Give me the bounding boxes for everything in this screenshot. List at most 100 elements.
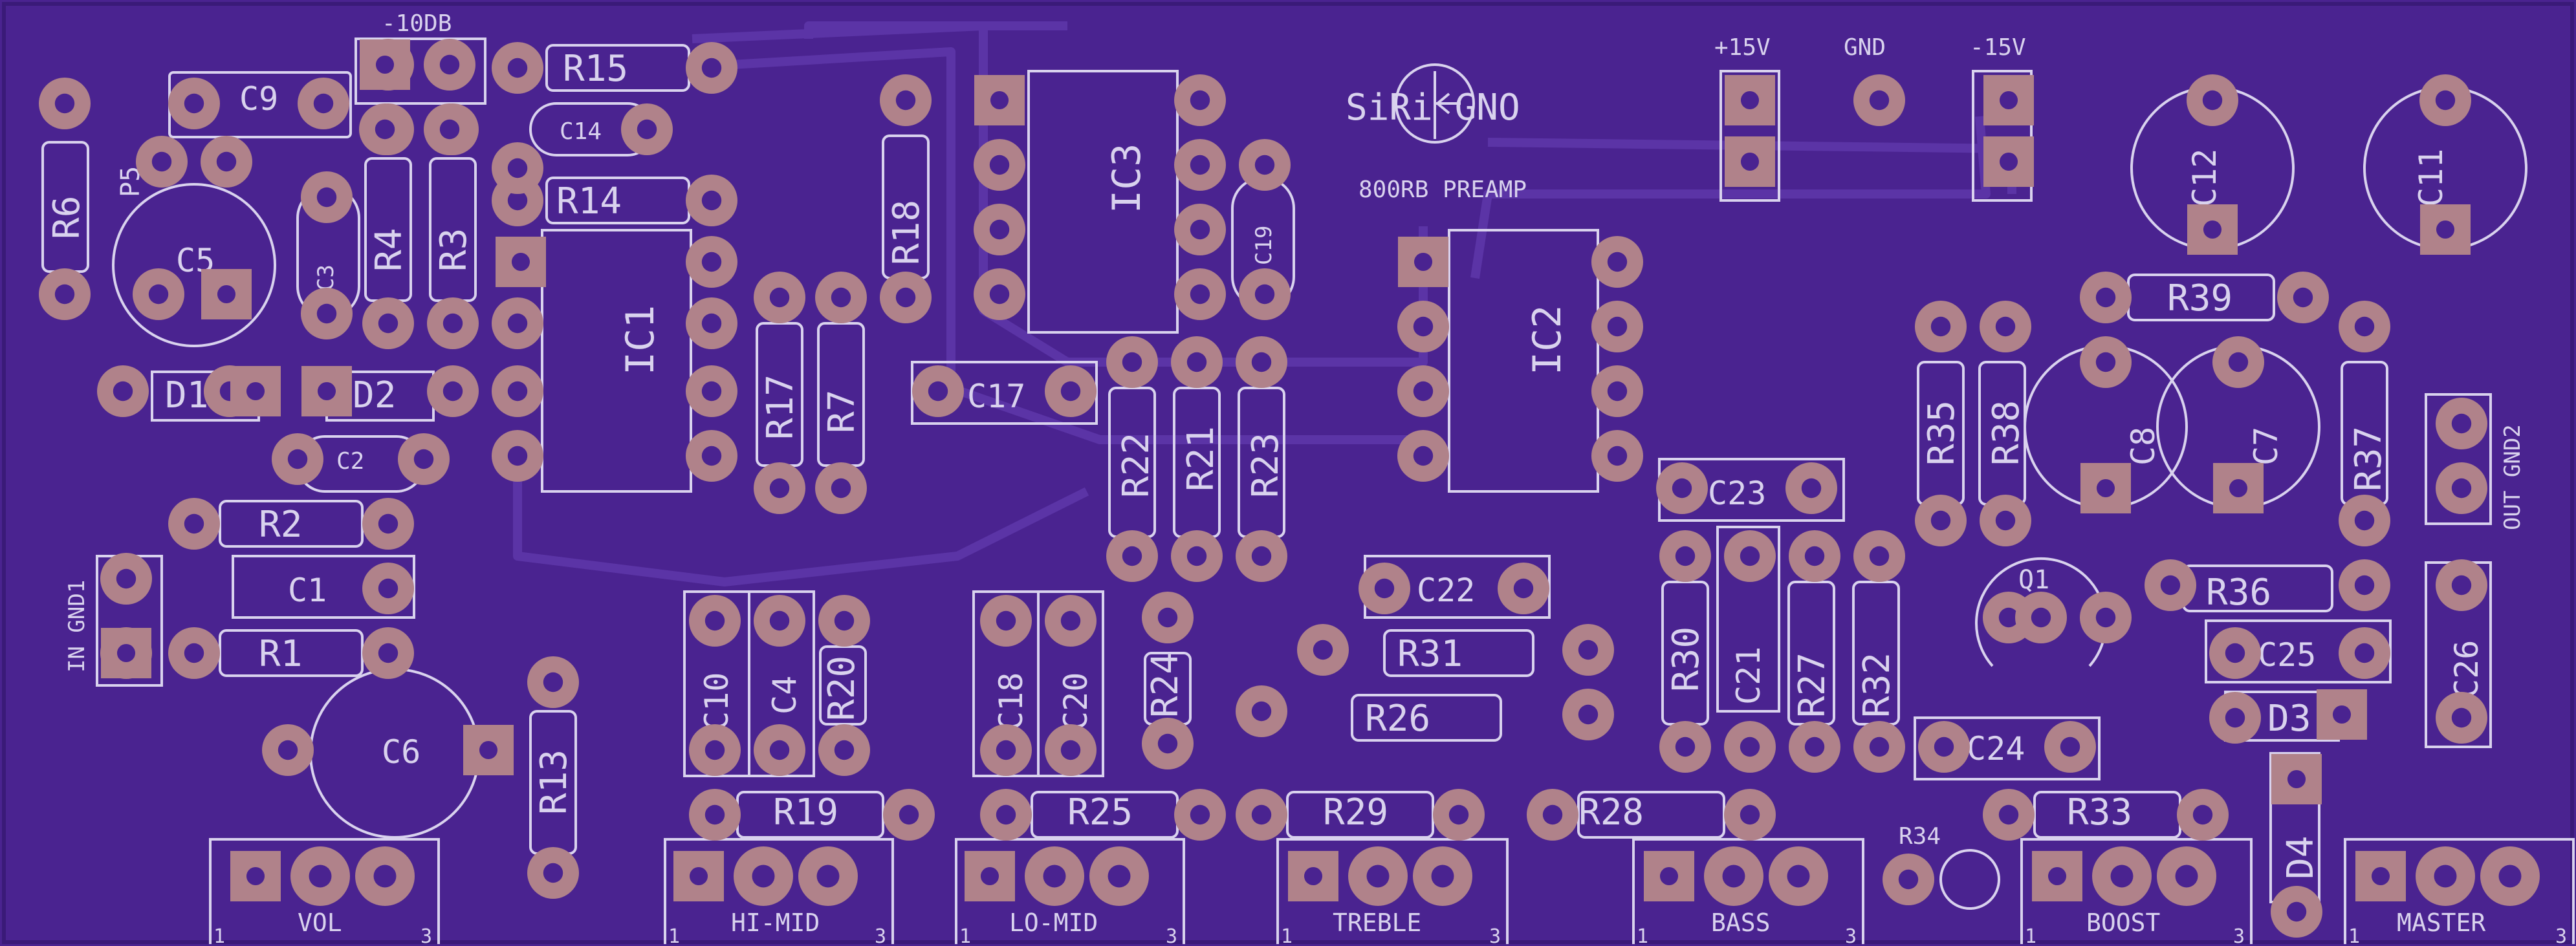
drill-hole <box>2225 707 2245 728</box>
drill-hole <box>989 219 1010 240</box>
drill-hole <box>1578 704 1599 725</box>
drill-hole <box>1898 869 1919 890</box>
drill-hole <box>701 313 722 334</box>
drill-hole <box>701 252 722 272</box>
pot-master-pin1: 1 <box>2348 925 2360 946</box>
drill-hole <box>2332 705 2352 724</box>
drill-hole <box>507 58 528 78</box>
c24-label: C24 <box>1967 730 2025 768</box>
drill-hole <box>1999 91 2018 110</box>
r3-label: R3 <box>433 228 475 272</box>
minus10db-label: -10DB <box>382 10 452 37</box>
drill-hole <box>769 287 790 308</box>
r19-label: R19 <box>773 791 838 833</box>
drill-hole <box>184 513 204 534</box>
c1-label: C1 <box>288 572 327 609</box>
drill-hole <box>378 513 398 534</box>
c17-label: C17 <box>967 378 1025 415</box>
c4-label: C4 <box>766 676 803 715</box>
drill-hole <box>2031 607 2051 628</box>
r15-label: R15 <box>563 48 628 90</box>
logo-text: SiRi GNO <box>1346 87 1520 129</box>
d3-label: D3 <box>2267 698 2311 740</box>
drill-hole <box>1869 736 1890 757</box>
drill-hole <box>2286 901 2307 922</box>
drill-hole <box>1930 510 1951 531</box>
c22-label: C22 <box>1417 572 1475 609</box>
trace <box>1470 116 1991 279</box>
pot-boost: BOOST 1 3 <box>2020 838 2253 946</box>
drill-hole <box>507 446 528 466</box>
logo: SiRi GNO <box>1346 63 1520 144</box>
drill-hole <box>246 866 265 886</box>
drill-hole <box>1675 736 1696 757</box>
r36-label: R36 <box>2206 572 2271 614</box>
drill-hole <box>2175 865 2198 888</box>
drill-hole <box>1607 381 1628 402</box>
drill-hole <box>1607 446 1628 466</box>
diodes: D1 D2 D3 D4 <box>165 374 2322 879</box>
r1-label: R1 <box>259 633 302 675</box>
r34-label: R34 <box>1899 823 1941 850</box>
drill-hole <box>2434 865 2457 888</box>
drill-hole <box>1366 865 1390 888</box>
drill-hole <box>1186 546 1207 566</box>
drill-hole <box>1108 865 1131 888</box>
r17-label: R17 <box>759 374 802 440</box>
q1-label: Q1 <box>2018 565 2049 595</box>
drill-hole <box>2095 287 2116 308</box>
drill-hole <box>1254 284 1275 305</box>
drill-hole <box>2435 90 2456 111</box>
r18-label: R18 <box>886 200 928 265</box>
pot-master: MASTER 1 3 <box>2344 838 2575 946</box>
pot-treble-label: TREBLE <box>1333 908 1421 937</box>
r31-outline <box>1383 629 1534 677</box>
c1-outline <box>232 555 415 619</box>
ic1: IC1 <box>541 229 692 493</box>
pot-hi-mid-pin1: 1 <box>668 925 680 946</box>
d1-label: D1 <box>165 374 208 416</box>
pads <box>39 39 2540 938</box>
r21-label: R21 <box>1180 426 1222 491</box>
drill-hole <box>378 313 398 334</box>
drill-hole <box>507 381 528 402</box>
r13-label: R13 <box>533 749 575 815</box>
c21-outline <box>1716 526 1780 713</box>
drill-hole <box>442 381 463 402</box>
drill-hole <box>1413 446 1434 466</box>
drill-hole <box>2498 865 2522 888</box>
drill-hole <box>1740 804 1760 825</box>
drill-hole <box>1787 865 1810 888</box>
c25-label: C25 <box>2258 636 2316 674</box>
drill-hole <box>1930 316 1951 337</box>
in-gnd1-label: IN GND1 <box>64 580 90 672</box>
drill-hole <box>701 58 722 78</box>
pot-vol-pin3: 3 <box>420 925 432 946</box>
drill-hole <box>1722 865 1745 888</box>
drill-hole <box>2095 607 2116 628</box>
drill-hole <box>246 382 265 401</box>
drill-hole <box>1740 91 1760 110</box>
c11-label: C11 <box>2412 149 2450 207</box>
drill-hole <box>1999 152 2018 171</box>
pot-treble-pin1: 1 <box>1281 925 1293 946</box>
drill-hole <box>2436 220 2455 239</box>
drill-hole <box>375 119 395 140</box>
drill-hole <box>752 865 775 888</box>
r32-label: R32 <box>1856 652 1898 718</box>
drill-hole <box>113 381 133 402</box>
drill-hole <box>2160 575 2181 596</box>
drill-hole <box>834 610 855 631</box>
c9-label: C9 <box>239 80 278 118</box>
drill-hole <box>1060 381 1081 402</box>
drill-hole <box>1157 733 1178 754</box>
r27-label: R27 <box>1791 652 1833 718</box>
out-gnd2-header <box>2425 393 2492 525</box>
drill-hole <box>442 313 463 334</box>
drill-hole <box>2354 510 2375 531</box>
drill-hole <box>287 449 308 469</box>
c23-label: C23 <box>1708 475 1766 512</box>
drill-hole <box>543 672 563 693</box>
r24-label: R24 <box>1144 652 1186 718</box>
